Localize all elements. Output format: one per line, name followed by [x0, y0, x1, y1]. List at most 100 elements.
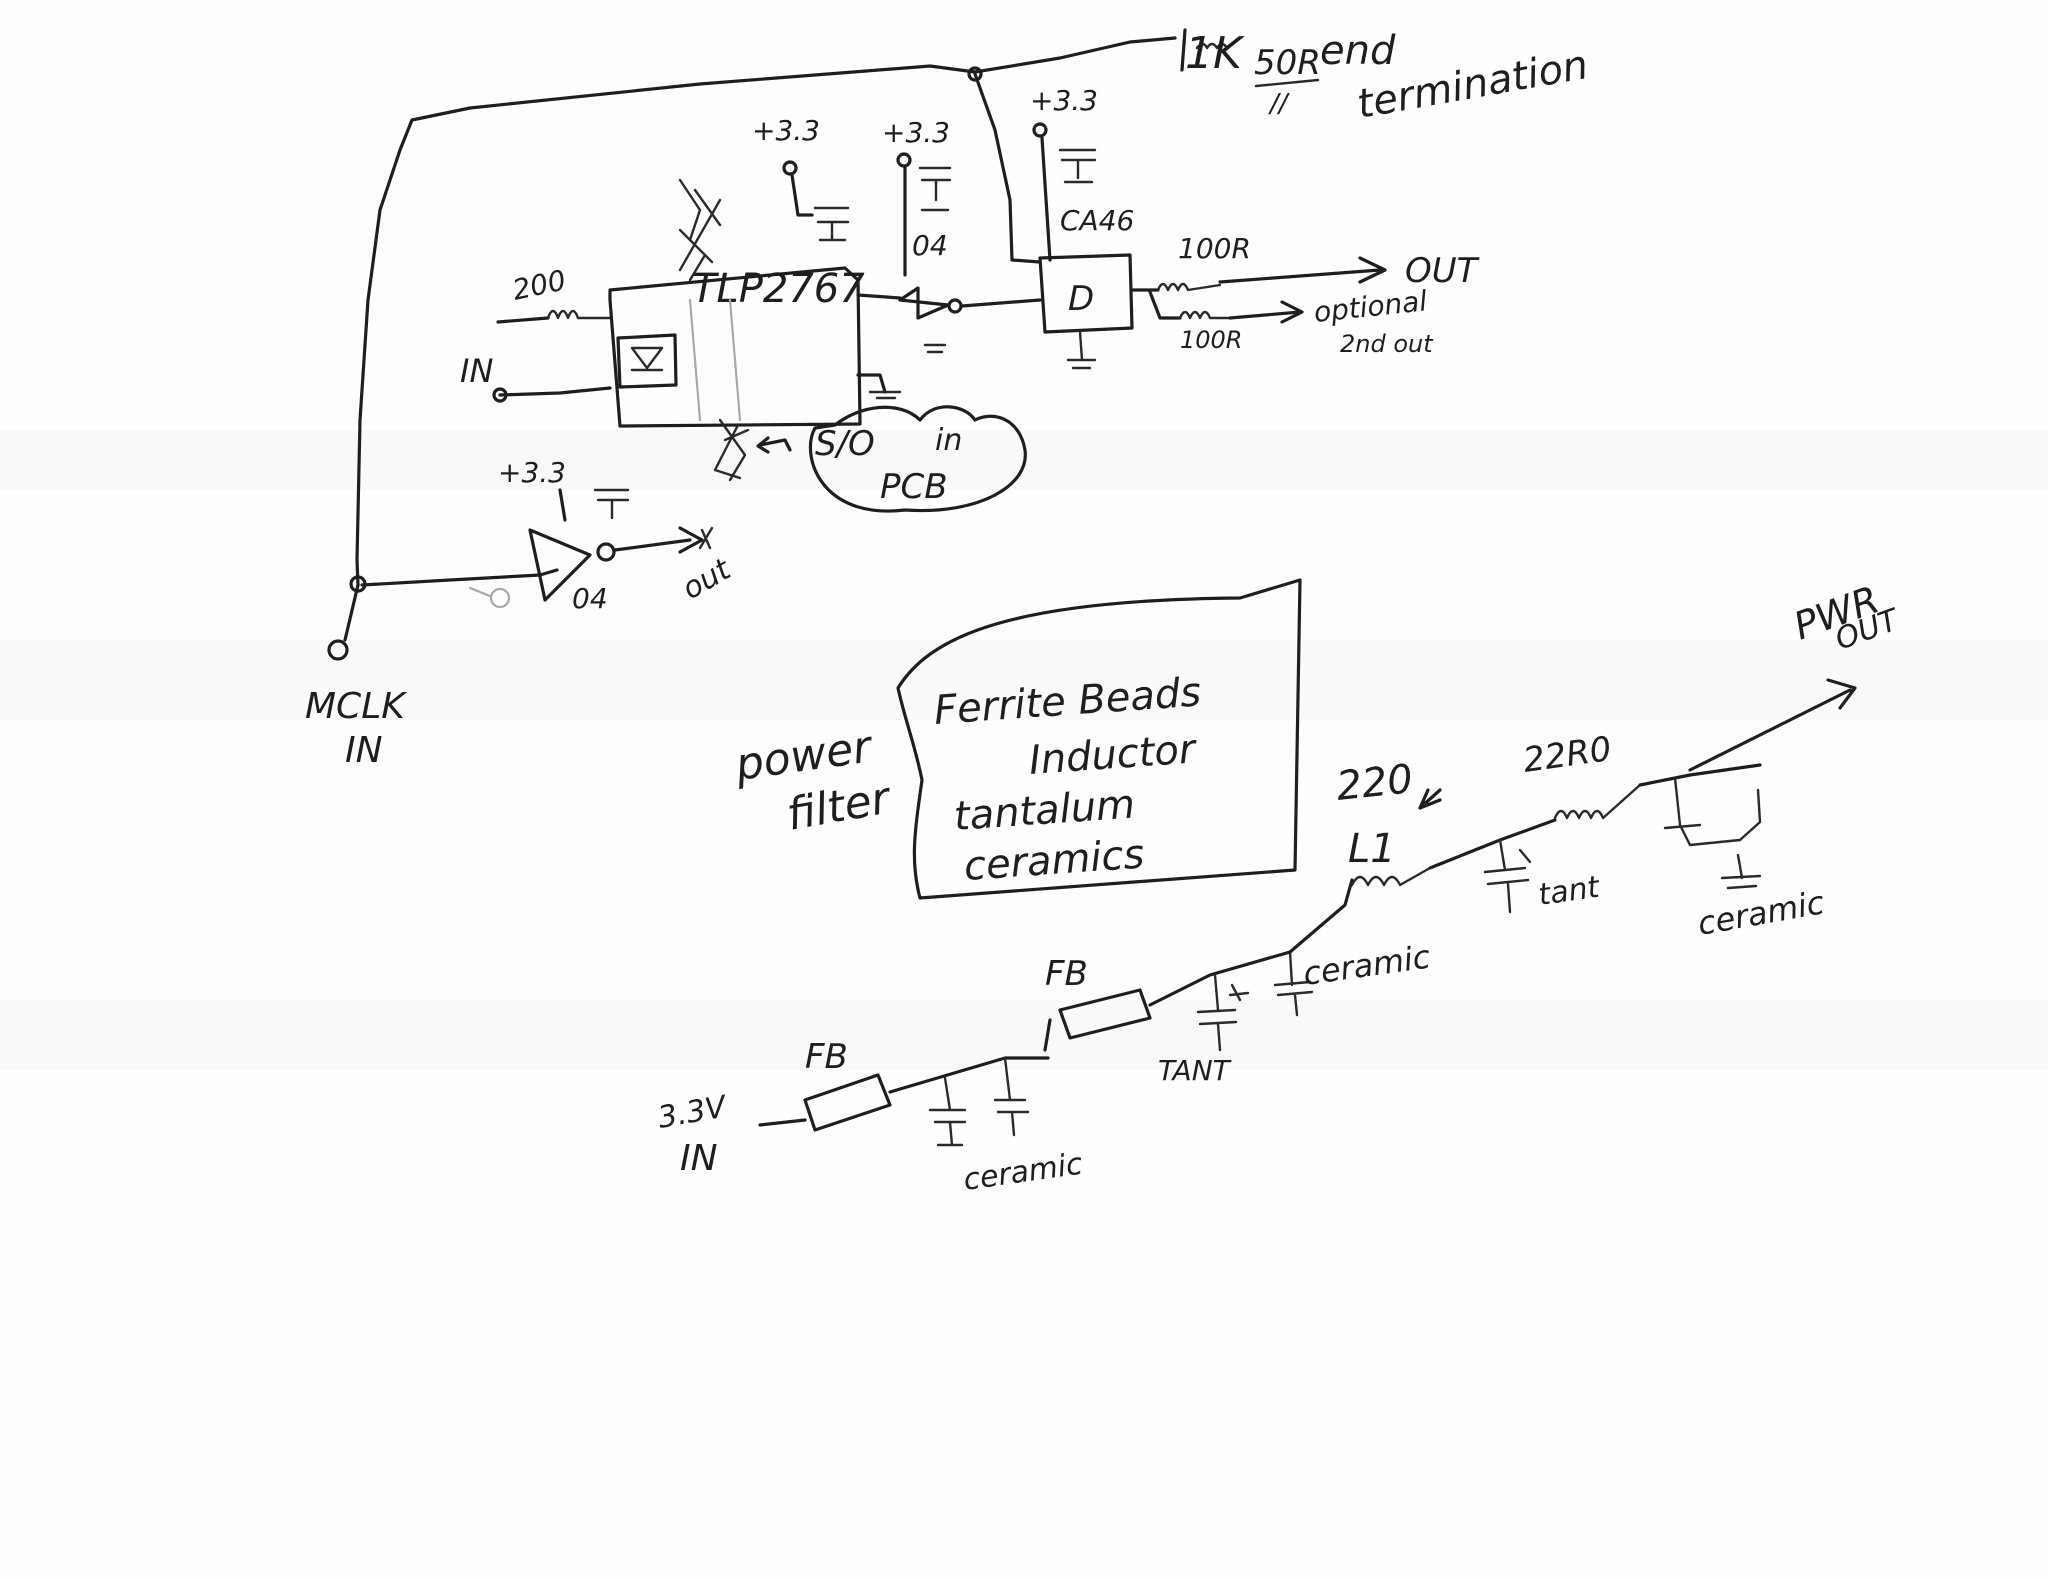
- decoupling-capacitor: [1058, 148, 1097, 184]
- resistor-100r-2: [1178, 310, 1232, 320]
- supply-wire: [1040, 136, 1052, 262]
- chain-wire: [1148, 950, 1292, 1007]
- decoupling-capacitor: [813, 206, 850, 242]
- ceramic-label: ceramic: [961, 1147, 1085, 1198]
- faint-wire: [468, 586, 492, 598]
- resistor-100r-label: 100R: [1178, 232, 1251, 265]
- supply-terminal: [1032, 122, 1048, 138]
- scan-band: [0, 640, 2048, 720]
- tantalum-label: tantalum: [952, 781, 1136, 840]
- termination-50r-label: 50R: [1254, 43, 1321, 83]
- inductor-arrow: [1418, 788, 1442, 810]
- scribble-shadow: [688, 298, 742, 422]
- optocoupler-block: 200 IN TLP2767 S/O in PCB: [460, 178, 1027, 513]
- optocoupler-package: [608, 266, 862, 428]
- termination-1k-label: 1K: [1185, 28, 1245, 79]
- ceramics-label: ceramics: [962, 831, 1145, 889]
- inverter-top: +3.3 04: [882, 116, 1042, 354]
- optional-label: optional: [1312, 284, 1429, 329]
- resistor-200-zigzag: [546, 309, 614, 320]
- optocoupler-label: TLP2767: [692, 266, 865, 312]
- flipflop-box: [1038, 253, 1134, 334]
- faint-terminal: [489, 587, 511, 609]
- flipflop-ground: [1066, 330, 1097, 370]
- ceramic-capacitor-pair: [1663, 776, 1762, 847]
- termination-resistor: 1K 50R // end termination: [1180, 28, 1592, 128]
- in-pcb-label: in: [935, 423, 962, 458]
- optional-wire: [1228, 310, 1302, 320]
- supply-terminal: [782, 160, 798, 176]
- opto-output-wire: [856, 293, 902, 300]
- inverter-output-wire: [960, 298, 1042, 308]
- pcb-note-cloud: [808, 405, 1027, 513]
- fraction-bottom: //: [1268, 89, 1291, 119]
- led-box: [616, 333, 678, 389]
- capacitor-2: [993, 1056, 1030, 1137]
- notes-box: [896, 578, 1302, 900]
- out-bottom-label: out: [677, 551, 738, 606]
- ceramic-label: ceramic: [1301, 937, 1433, 992]
- mclk-stub: [343, 583, 360, 642]
- mclk-in-label: IN: [345, 730, 383, 771]
- decoupling-capacitor: [918, 166, 952, 212]
- d-flipflop: +3.3 CA46 D 100R OUT 100R optional 2nd o…: [1030, 84, 1480, 370]
- arrow-head: [756, 436, 770, 454]
- scribble-top: [678, 178, 722, 282]
- arrow-to-scribble: [758, 438, 792, 452]
- scratch-mark: [698, 526, 714, 550]
- supply-label: +3.3: [498, 456, 566, 489]
- resistor-100r-label: 100R: [1180, 326, 1242, 354]
- part-04-label: 04: [912, 229, 948, 262]
- junction-node: [967, 66, 983, 82]
- resistor-100r-1: [1156, 282, 1222, 292]
- ferrite-bead-label: FB: [1045, 954, 1088, 994]
- inductor-coil: [1350, 866, 1432, 887]
- scribble-bottom: [713, 418, 750, 482]
- pcb-label: PCB: [880, 467, 948, 507]
- optional-arrow: [1280, 300, 1304, 324]
- ferrite-bead-label: FB: [805, 1037, 848, 1077]
- second-out-label: 2nd out: [1340, 330, 1434, 358]
- ceramic-capacitor-3: [1720, 853, 1762, 890]
- part-04-label: 04: [572, 582, 608, 615]
- supply-terminal: [896, 152, 912, 168]
- buffer-bubble: [596, 542, 616, 562]
- input-voltage-label: 3.3V: [655, 1089, 731, 1136]
- ferrite-bead-1: [803, 1073, 892, 1132]
- termination-wire: [973, 36, 1177, 74]
- clock-to-flipflop-wire: [973, 72, 1042, 264]
- mclk-wiring: [327, 36, 1177, 661]
- inductor-name-label: L1: [1348, 826, 1396, 872]
- part-ca46-label: CA46: [1060, 204, 1134, 237]
- in-terminal: [492, 387, 508, 403]
- resistor-zigzag: [1195, 42, 1229, 50]
- opto-supply-1: +3.3: [752, 114, 850, 242]
- inverter-ground: [923, 343, 947, 354]
- fraction-bar: [1254, 78, 1320, 88]
- ceramic-label: ceramic: [1695, 883, 1828, 943]
- inverter-bubble: [947, 298, 963, 314]
- input-in-label: IN: [680, 1138, 718, 1179]
- ceramic-capacitor-2: [1273, 950, 1314, 1017]
- supply-label: +3.3: [1030, 84, 1098, 117]
- decoupling-capacitor: [593, 488, 630, 520]
- input-wire: [758, 1118, 807, 1127]
- chain-wire: [1043, 1018, 1052, 1052]
- pwr-out-arrow: [1826, 678, 1857, 710]
- buffer-output-wire: [613, 538, 692, 552]
- led-symbol: [630, 346, 664, 372]
- power-filter-note: power filter Ferrite Beads Inductor tant…: [731, 578, 1302, 900]
- flipflop-d-label: D: [1068, 279, 1094, 319]
- buffer-triangle: [528, 528, 592, 602]
- ferrite-bead-2: [1058, 988, 1152, 1040]
- tantalum-capacitor-2: [1483, 838, 1532, 914]
- inductor-value-label: 220: [1334, 756, 1415, 810]
- chain-wire: [1288, 878, 1354, 954]
- in-wire-bottom: [498, 386, 612, 397]
- resistor-200-label: 200: [510, 263, 569, 306]
- mclk-buffer-wire: [360, 568, 559, 587]
- filter-label: filter: [783, 772, 896, 841]
- in-wire-top: [496, 316, 550, 324]
